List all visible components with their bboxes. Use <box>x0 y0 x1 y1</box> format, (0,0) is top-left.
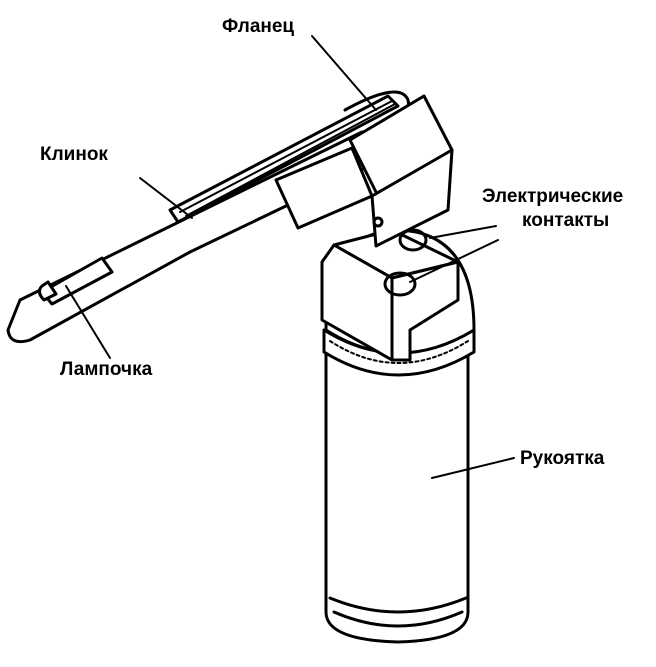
blade <box>6 90 454 344</box>
contacts-label-line2: контакты <box>522 210 609 231</box>
flange-leader <box>311 35 377 111</box>
handle-leader <box>431 457 515 479</box>
contacts-leader-1 <box>429 225 497 239</box>
bulb-label: Лампочка <box>60 359 153 380</box>
contacts-label-line1: Электрические <box>482 186 623 207</box>
handle-label: Рукоятка <box>520 448 605 469</box>
contacts-leader-2 <box>409 239 499 283</box>
blade-leader <box>139 177 193 219</box>
hinge-block <box>320 228 460 362</box>
flange-label: Фланец <box>222 16 294 37</box>
blade-label: Клинок <box>40 144 108 165</box>
bulb-leader <box>65 285 111 359</box>
callout-lines <box>65 35 515 479</box>
